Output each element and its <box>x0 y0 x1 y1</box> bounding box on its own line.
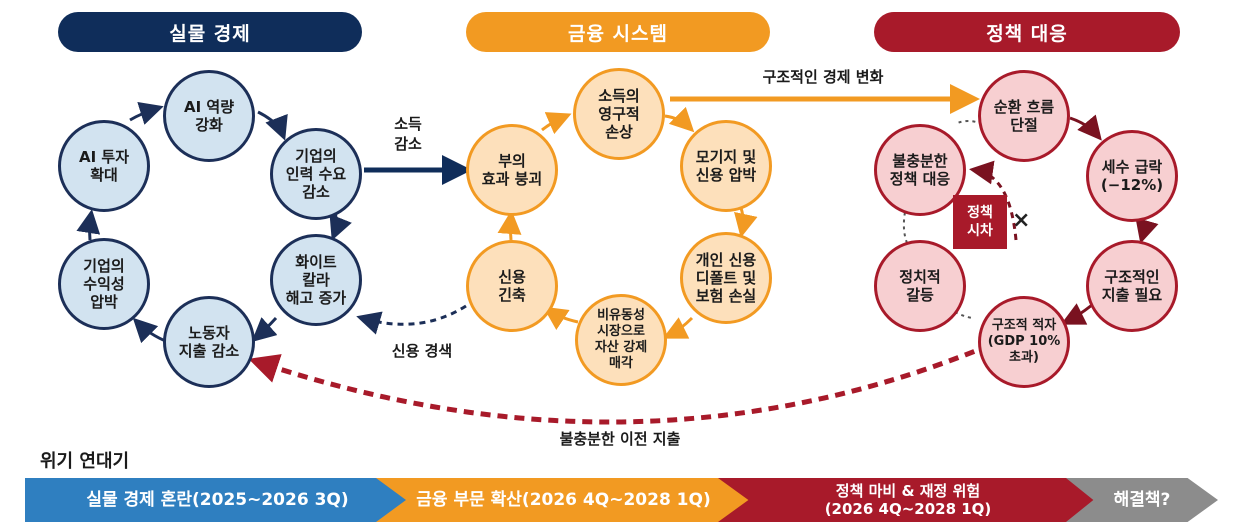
node-credit-default: 개인 신용 디폴트 및 보험 손실 <box>680 232 772 324</box>
node-income-loss: 소득의 영구적 손상 <box>573 68 665 160</box>
timeline-title: 위기 연대기 <box>40 451 130 472</box>
policy-lag-badge: 정책 시차 <box>953 195 1007 249</box>
timeline-segment-financial: 금융 부문 확산(2026 4Q~2028 1Q) <box>376 478 751 522</box>
node-circulation-break: 순환 흐름 단절 <box>978 70 1070 162</box>
node-ai-investment: AI 투자 확대 <box>58 120 150 212</box>
node-white-collar-layoffs: 화이트 칼라 해고 증가 <box>270 234 362 326</box>
section-header-real-economy: 실물 경제 <box>58 12 362 52</box>
node-tax-drop: 세수 급락 (−12%) <box>1086 130 1178 222</box>
node-political-conflict: 정치적 갈등 <box>874 240 966 332</box>
node-structural-deficit: 구조적 적자 (GDP 10% 초과) <box>978 296 1070 388</box>
node-structural-spending: 구조적인 지출 필요 <box>1086 240 1178 332</box>
node-worker-spending: 노동자 지출 감소 <box>163 296 255 388</box>
node-labor-demand: 기업의 인력 수요 감소 <box>270 128 362 220</box>
label-insufficient-transfer: 불충분한 이전 지출 <box>559 430 681 448</box>
node-fire-sale: 비유동성 시장으로 자산 강제 매각 <box>575 294 667 386</box>
blocked-x-icon: × <box>1012 208 1031 233</box>
node-ai-capability: AI 역량 강화 <box>163 70 255 162</box>
node-insufficient-policy: 불충분한 정책 대응 <box>874 124 966 216</box>
label-structural-change: 구조적인 경제 변화 <box>762 68 884 86</box>
node-corporate-profit: 기업의 수익성 압박 <box>58 238 150 330</box>
node-wealth-effect: 부의 효과 붕괴 <box>466 124 558 216</box>
label-credit-contraction: 신용 경색 <box>391 342 453 360</box>
node-mortgage-pressure: 모기지 및 신용 압박 <box>680 120 772 212</box>
timeline-segment-policy: 정책 마비 & 재정 위험 (2026 4Q~2028 1Q) <box>718 478 1098 522</box>
section-header-financial-system: 금융 시스템 <box>466 12 770 52</box>
section-header-policy-response: 정책 대응 <box>874 12 1180 52</box>
node-credit-tightening: 신용 긴축 <box>466 240 558 332</box>
label-income-drop: 소득 감소 <box>394 115 422 153</box>
timeline-segment-real-economy: 실물 경제 혼란(2025~2026 3Q) <box>25 478 410 522</box>
